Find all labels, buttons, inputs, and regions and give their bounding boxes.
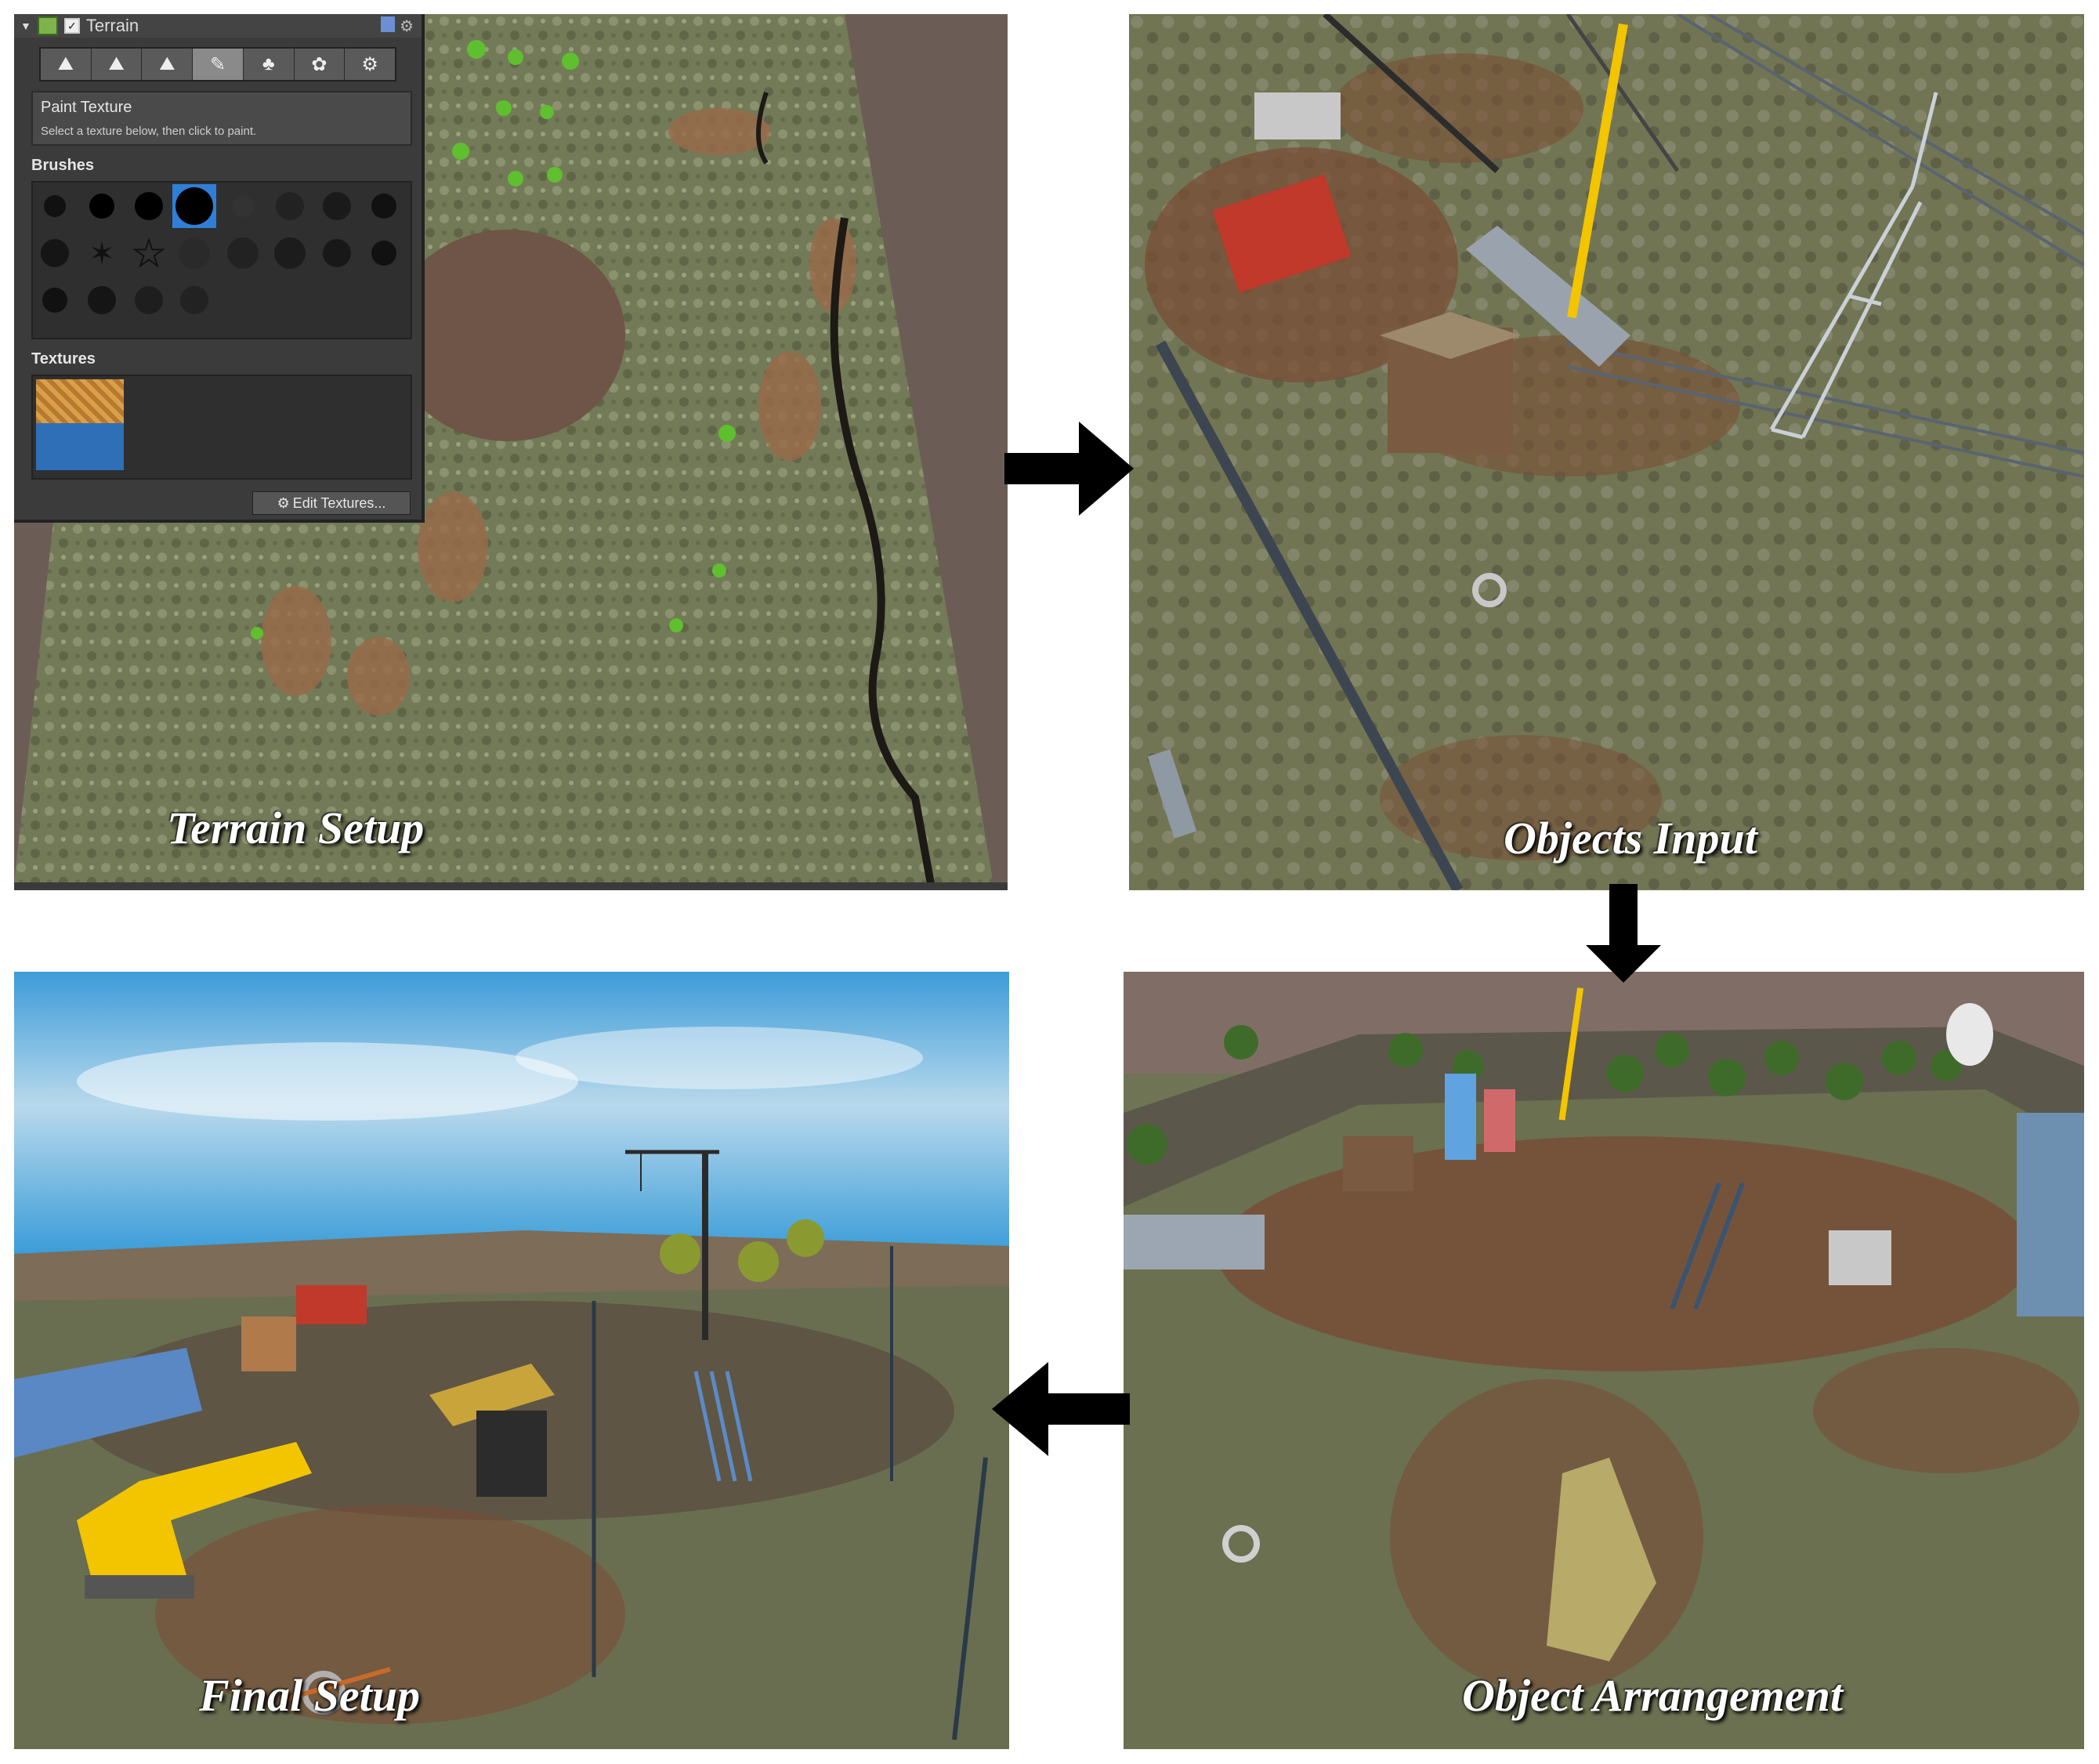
truck xyxy=(1254,92,1341,139)
tree-line xyxy=(1127,1025,1962,1165)
rebar-trench xyxy=(1670,1182,1745,1310)
brush-17[interactable] xyxy=(42,288,67,313)
truck xyxy=(1829,1230,1891,1285)
brush-14[interactable] xyxy=(274,237,306,269)
smooth-height-icon[interactable]: ⛰ xyxy=(142,49,194,80)
brush-8[interactable] xyxy=(371,194,396,219)
objects-input-viewport xyxy=(1129,14,2084,890)
rail-tracks xyxy=(1567,14,2084,478)
brush-1[interactable] xyxy=(44,195,66,217)
foldout-arrow-icon[interactable]: ▼ xyxy=(20,20,31,32)
shipping-container xyxy=(296,1285,367,1324)
brush-18[interactable] xyxy=(88,286,116,314)
brush-20[interactable] xyxy=(180,286,208,314)
terrain-cube-icon xyxy=(37,16,58,35)
brush-16[interactable] xyxy=(371,241,396,266)
tree-sprites xyxy=(251,40,736,639)
arrow-left-icon xyxy=(992,1362,1130,1456)
brush-4 xyxy=(176,187,213,225)
paint-texture-box: Paint Texture Select a texture below, th… xyxy=(31,91,412,146)
gear-icon: ⚙ xyxy=(277,494,290,511)
brush-13[interactable] xyxy=(227,237,259,269)
paint-texture-icon[interactable]: ✎ xyxy=(193,49,244,80)
caption-terrain-setup: Terrain Setup xyxy=(167,802,425,853)
edit-textures-label: Edit Textures... xyxy=(292,494,386,511)
lattice-tower xyxy=(1769,92,1938,440)
brush-12[interactable] xyxy=(179,237,210,269)
brush-7[interactable] xyxy=(323,192,351,220)
brush-grid: ✶ ★ xyxy=(31,181,412,339)
panel-objects-input: Objects Input xyxy=(1129,14,2084,890)
brush-9[interactable] xyxy=(41,239,69,267)
paint-height-icon[interactable]: ⛰ xyxy=(91,49,143,80)
enabled-checkbox[interactable]: ✓ xyxy=(63,18,80,34)
book-icon[interactable] xyxy=(381,16,396,32)
object-arrangement-viewport xyxy=(1124,972,2084,1749)
dirt-texture[interactable] xyxy=(36,379,124,423)
steel-pipes xyxy=(1466,226,1630,367)
terrain-inspector: ▼ ✓ Terrain ⚙ ⛰ ⛰ ⛰ ✎ ♣ ✿ ⚙ Paint Textur… xyxy=(14,14,425,523)
tower-crane xyxy=(625,1150,719,1340)
sky xyxy=(14,972,1009,1270)
shipping-container xyxy=(1212,174,1352,293)
brush-10[interactable]: ✶ xyxy=(89,237,115,271)
tree-group xyxy=(660,1219,824,1282)
panel-object-arrangement: Object Arrangement xyxy=(1124,972,2084,1749)
brush-2[interactable] xyxy=(89,194,114,219)
caption-final-setup: Final Setup xyxy=(199,1670,421,1721)
brush-thumbnails: ✶ ★ xyxy=(41,184,396,314)
yellow-excavator xyxy=(77,1442,312,1583)
caption-object-arrangement: Object Arrangement xyxy=(1462,1670,1844,1721)
train-car xyxy=(2017,1113,2084,1317)
caption-objects-input: Objects Input xyxy=(1504,813,1757,864)
paint-details-icon[interactable]: ✿ xyxy=(294,49,346,80)
tower-crane xyxy=(1567,23,1628,319)
water-texture[interactable] xyxy=(36,423,124,470)
final-setup-viewport xyxy=(14,972,1009,1749)
brush-3[interactable] xyxy=(135,192,163,220)
pipe-stack xyxy=(1124,1215,1265,1270)
terrain-settings-icon[interactable]: ⚙ xyxy=(345,49,396,80)
brush-15[interactable] xyxy=(323,239,351,267)
inspector-header: ▼ ✓ Terrain ⚙ xyxy=(14,14,422,38)
excavator xyxy=(1547,1458,1656,1661)
arrow-down-icon xyxy=(1586,884,1661,983)
brush-6[interactable] xyxy=(276,192,304,220)
edit-textures-button[interactable]: ⚙ Edit Textures... xyxy=(252,491,411,515)
brush-5[interactable] xyxy=(232,195,254,217)
arrow-right-icon xyxy=(1004,422,1134,516)
brush-19[interactable] xyxy=(135,286,163,314)
panel-terrain-setup: ▼ ✓ Terrain ⚙ ⛰ ⛰ ⛰ ✎ ♣ ✿ ⚙ Paint Textur… xyxy=(14,14,1008,890)
panel-final-setup: Final Setup xyxy=(14,972,1009,1749)
section-hint: Select a texture below, then click to pa… xyxy=(41,125,257,138)
terrain-toolbar: ⛰ ⛰ ⛰ ✎ ♣ ✿ ⚙ xyxy=(39,47,396,81)
brushes-label: Brushes xyxy=(31,157,95,174)
brush-11[interactable]: ★ xyxy=(132,232,165,274)
terrain-crack xyxy=(830,217,935,885)
texture-list xyxy=(31,375,412,480)
raise-terrain-icon[interactable]: ⛰ xyxy=(41,49,92,80)
textures-label: Textures xyxy=(31,350,96,368)
rebar-rows xyxy=(693,1371,753,1482)
section-title: Paint Texture xyxy=(41,99,132,116)
gear-icon[interactable]: ⚙ xyxy=(400,17,414,35)
place-trees-icon[interactable]: ♣ xyxy=(243,49,295,80)
paint-circle xyxy=(390,230,625,441)
fence-line xyxy=(1155,340,1464,890)
dump-truck xyxy=(476,1411,547,1497)
pipe-stack xyxy=(14,1348,202,1458)
component-title: Terrain xyxy=(85,16,139,35)
